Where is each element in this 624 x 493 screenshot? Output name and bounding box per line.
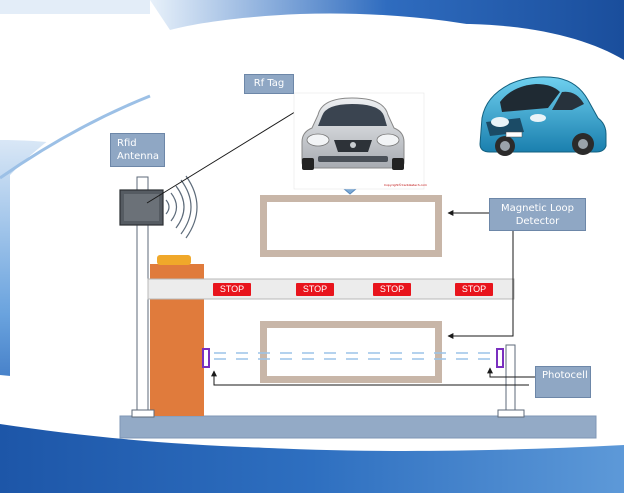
magnetic-loop-detector-label: Magnetic Loop Detector [489,198,586,231]
ground-slab [119,415,597,439]
right-post [505,344,516,417]
stop-sign: STOP [455,283,493,296]
magnetic-loop-top-inner [267,202,435,250]
car-front-icon [301,97,405,170]
wireless-waves-icon [165,175,198,239]
photocell-left [202,348,210,368]
photocell-label: Photocell [535,366,591,398]
photocell-right [496,348,504,368]
barrier-warning-light [157,255,191,265]
connector-lines [146,98,535,386]
photocell-beam [214,352,494,360]
stop-sign: STOP [373,283,411,296]
magnetic-loop-bottom-inner [267,328,435,376]
bottom-blue-swoosh [0,420,624,493]
car-blue-icon [479,76,607,156]
stop-sign: STOP [296,283,334,296]
stop-sign: STOP [213,283,251,296]
panel-edge-shadow [0,94,151,180]
image-copyright: Copyright©Carbiketech.com [384,183,427,187]
rfid-antenna-label: Rfid Antenna [110,133,165,167]
rf-tag-label: Rf Tag [244,74,294,94]
top-blue-banner [150,0,624,70]
